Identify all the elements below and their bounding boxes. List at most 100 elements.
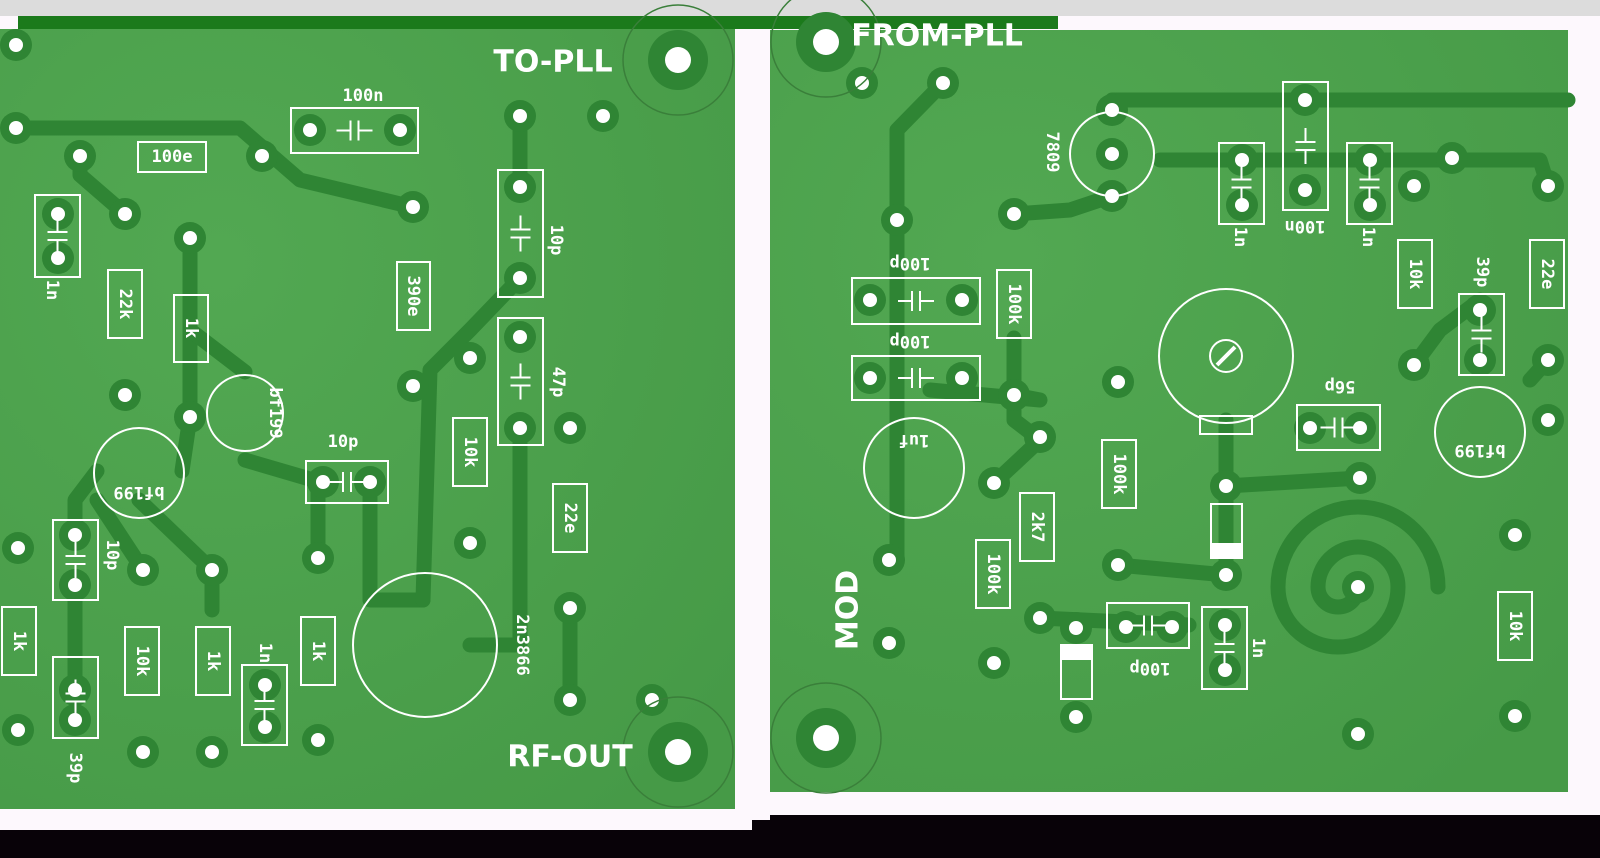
- pad-hole: [255, 149, 269, 163]
- transistor-2n3866: 2n3866: [352, 572, 532, 718]
- pad-hole: [51, 207, 65, 221]
- capacitor-symbol-icon: [510, 215, 531, 252]
- capacitor-1n: 1n: [1346, 142, 1393, 247]
- pads: [0, 29, 1564, 768]
- pad-hole: [311, 733, 325, 747]
- pad-hole: [863, 371, 877, 385]
- pad-hole: [463, 536, 477, 550]
- capacitor-outline: [497, 169, 544, 298]
- pad-hole: [463, 351, 477, 365]
- resistor-outline: [1019, 492, 1055, 562]
- transistor-outline: [206, 374, 284, 452]
- spiral-inductor: [1270, 499, 1446, 655]
- component-label: 1uf: [899, 430, 930, 450]
- capacitor-outline: [1218, 142, 1265, 225]
- resistor-outline: [975, 539, 1011, 609]
- pad-hole: [258, 678, 272, 692]
- capacitor-10p: 10p: [52, 519, 122, 601]
- resistor-outline: [195, 626, 231, 696]
- pad-hole: [955, 371, 969, 385]
- pad-hole: [882, 553, 896, 567]
- pad-hole: [118, 207, 132, 221]
- component-label: 10k: [132, 646, 152, 677]
- pad-hole: [987, 476, 1001, 490]
- component-label: 100k: [1109, 454, 1129, 495]
- resistor-22e: 22e: [552, 483, 588, 553]
- component-label: 47p: [548, 367, 568, 398]
- pad-hole: [1069, 710, 1083, 724]
- transistor-outline: [352, 572, 498, 718]
- component-label: 1n: [255, 643, 275, 663]
- resistor-1k: 1k: [1, 606, 37, 676]
- pad-hole: [205, 745, 219, 759]
- transistor-outline: [1434, 386, 1526, 478]
- pad-hole: [9, 121, 23, 135]
- component-label: 100e: [152, 147, 193, 167]
- resistor-outline: [124, 626, 160, 696]
- resistor-100k: 100k: [996, 269, 1032, 339]
- pad-hole: [1218, 618, 1232, 632]
- component-label: 100k: [1004, 284, 1024, 325]
- capacitor-1n: 1n: [1201, 606, 1268, 690]
- component-label: 100n: [1285, 216, 1326, 236]
- pad-hole: [1069, 621, 1083, 635]
- resistor-100k: 100k: [1101, 439, 1137, 509]
- pad-hole: [513, 421, 527, 435]
- capacitor-symbol-icon: [1231, 165, 1252, 202]
- pad-hole: [68, 528, 82, 542]
- transistor-outline: [93, 427, 185, 519]
- pad-hole: [645, 693, 659, 707]
- capacitor-symbol-icon: [1214, 630, 1235, 666]
- resistor-outline: [1397, 239, 1433, 309]
- trimmer-outline: [1158, 288, 1294, 424]
- rf-out-label: RF-OUT: [507, 740, 633, 775]
- component-label: 39p: [65, 753, 85, 784]
- resistor-outline: [137, 141, 207, 173]
- component-label: 10p: [102, 540, 122, 571]
- electrolytic-outline: [863, 417, 965, 519]
- pad-hole: [1353, 471, 1367, 485]
- component-label: 10p: [546, 225, 566, 256]
- pad-hole: [596, 109, 610, 123]
- capacitor-outline: [1296, 404, 1381, 451]
- pad-hole: [563, 601, 577, 615]
- resistor-outline: [1, 606, 37, 676]
- pad-hole: [882, 636, 896, 650]
- capacitor-outline: [1346, 142, 1393, 225]
- pad-hole: [1298, 183, 1312, 197]
- transistor-bf199: bf199: [1434, 386, 1526, 478]
- regulator-outline: [1069, 111, 1155, 197]
- pad-hole: [406, 379, 420, 393]
- capacitor-1n: 1n: [241, 643, 288, 746]
- component-label: 1k: [181, 318, 201, 338]
- component-label: 1n: [1358, 227, 1378, 247]
- capacitor-outline: [52, 656, 99, 739]
- capacitor-10p: 10p: [305, 432, 389, 504]
- capacitor-outline: [1282, 81, 1329, 211]
- pad-hole: [863, 293, 877, 307]
- left-board: [0, 29, 735, 809]
- pad-hole: [1473, 303, 1487, 317]
- pad-hole: [11, 723, 25, 737]
- capacitor-symbol-icon: [329, 472, 365, 492]
- pad-hole: [118, 388, 132, 402]
- pad-hole: [955, 293, 969, 307]
- top-bar: [0, 0, 1600, 16]
- capacitor-47p: 47p: [497, 317, 568, 446]
- component-label: 100p: [1130, 658, 1171, 678]
- mounting-holes: [622, 0, 882, 808]
- resistor-outline: [1101, 439, 1137, 509]
- diode: [1060, 644, 1093, 700]
- pad-hole: [1111, 375, 1125, 389]
- capacitor-100n: 100n: [290, 86, 419, 154]
- pad-hole: [513, 180, 527, 194]
- capacitor-39p: 39p: [1458, 257, 1505, 376]
- pad-hole: [1363, 153, 1377, 167]
- component-label: 100p: [890, 331, 931, 351]
- component-label: 2k7: [1027, 512, 1047, 543]
- component-label: 1n: [42, 280, 62, 300]
- resistor-22e: 22e: [1529, 239, 1565, 309]
- trimmer-trimmer: [1158, 288, 1294, 435]
- component-label: 1n: [1248, 638, 1268, 658]
- capacitor-symbol-icon: [65, 542, 86, 578]
